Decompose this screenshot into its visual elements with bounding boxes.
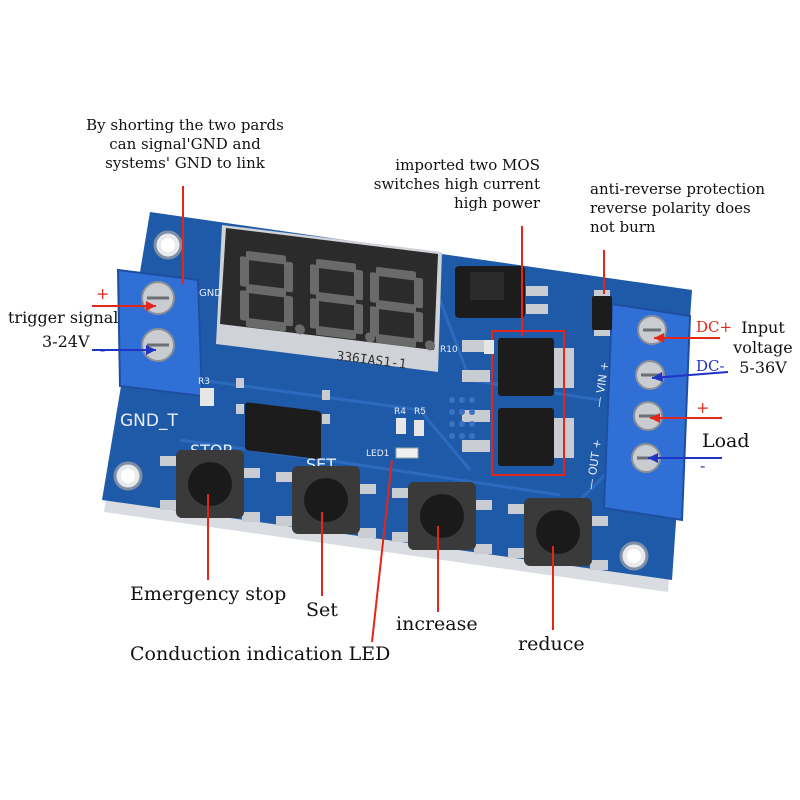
display-digit-1 — [240, 250, 305, 335]
silk-r5: R5 — [414, 407, 426, 417]
label-load-plus: + — [696, 398, 710, 417]
label-trigger-voltage: 3-24V — [42, 332, 90, 351]
label-input-voltage: Input voltage 5-36V — [730, 318, 796, 378]
seven-segment-display: 336IAS1-1 — [216, 225, 442, 373]
label-reduce: reduce — [518, 633, 585, 655]
passive-components — [200, 340, 494, 459]
label-trigger-minus: - — [100, 340, 106, 359]
label-mos: imported two MOS switches high current h… — [352, 156, 540, 212]
led1 — [395, 447, 419, 459]
label-load: Load — [702, 430, 750, 452]
resistor-r10 — [484, 340, 494, 354]
resistor-r3 — [200, 388, 214, 406]
mos-switch-pair — [462, 330, 574, 476]
label-load-minus: - — [700, 456, 706, 475]
button-set — [276, 466, 376, 538]
label-input-voltage-line-2: voltage — [733, 338, 793, 357]
label-anti-reverse: anti-reverse protection reverse polarity… — [590, 180, 765, 236]
label-gnd-short-line-1: By shorting the two pards — [86, 116, 284, 134]
label-gnd-short-line-2: can signal'GND and — [109, 134, 261, 153]
pointer-arrowheads — [146, 301, 664, 463]
button-emergency-stop — [160, 450, 260, 522]
label-set: Set — [306, 599, 338, 621]
optocoupler-chip — [236, 378, 330, 460]
silk-r4: R4 — [394, 407, 406, 417]
display-digit-3 — [370, 266, 435, 351]
pointer-dc-minus — [651, 371, 729, 379]
silk-gnd-small: GND — [199, 288, 222, 299]
label-gnd-short-line-3: systems' GND to link — [105, 153, 265, 172]
label-led: Conduction indication LED — [130, 643, 391, 665]
silk-r10: R10 — [440, 345, 458, 355]
label-mos-line-1: imported two MOS — [395, 156, 540, 174]
label-anti-reverse-line-3: not burn — [590, 217, 656, 236]
resistor-r4 — [396, 418, 406, 434]
mos-highlight-box — [491, 330, 565, 476]
power-terminal-block — [602, 302, 692, 522]
trigger-terminal-block — [116, 268, 204, 398]
label-mos-line-3: high power — [453, 193, 540, 212]
label-anti-reverse-line-2: reverse polarity does — [590, 198, 751, 217]
label-emergency-stop: Emergency stop — [130, 583, 287, 605]
label-input-voltage-line-1: Input — [741, 318, 785, 337]
pointer-led — [371, 459, 393, 643]
silk-led1: LED1 — [366, 449, 389, 459]
label-dc-minus: DC- — [696, 357, 725, 375]
anti-reverse-diode — [592, 290, 612, 336]
silk-r3: R3 — [198, 377, 210, 387]
label-gnd-short: By shorting the two pards can signal'GND… — [70, 116, 300, 172]
mounting-holes — [113, 230, 649, 571]
pointer-lines — [92, 186, 729, 643]
label-increase: increase — [396, 613, 478, 635]
label-dc-plus: DC+ — [696, 318, 733, 336]
label-mos-line-2: switches high current — [373, 174, 540, 193]
label-anti-reverse-line-1: anti-reverse protection — [590, 180, 766, 198]
power-mosfet-top — [455, 266, 548, 318]
label-trigger-signal: trigger signal — [8, 308, 119, 327]
display-digit-2 — [310, 258, 375, 343]
label-input-voltage-line-3: 5-36V — [739, 358, 787, 377]
resistor-r5 — [414, 420, 424, 436]
button-reduce — [508, 498, 608, 570]
silk-gnd-t: GND_T — [120, 411, 178, 431]
button-increase — [392, 482, 492, 554]
silk-vin: — VIN + — [592, 361, 611, 409]
label-trigger-plus: + — [96, 284, 110, 303]
